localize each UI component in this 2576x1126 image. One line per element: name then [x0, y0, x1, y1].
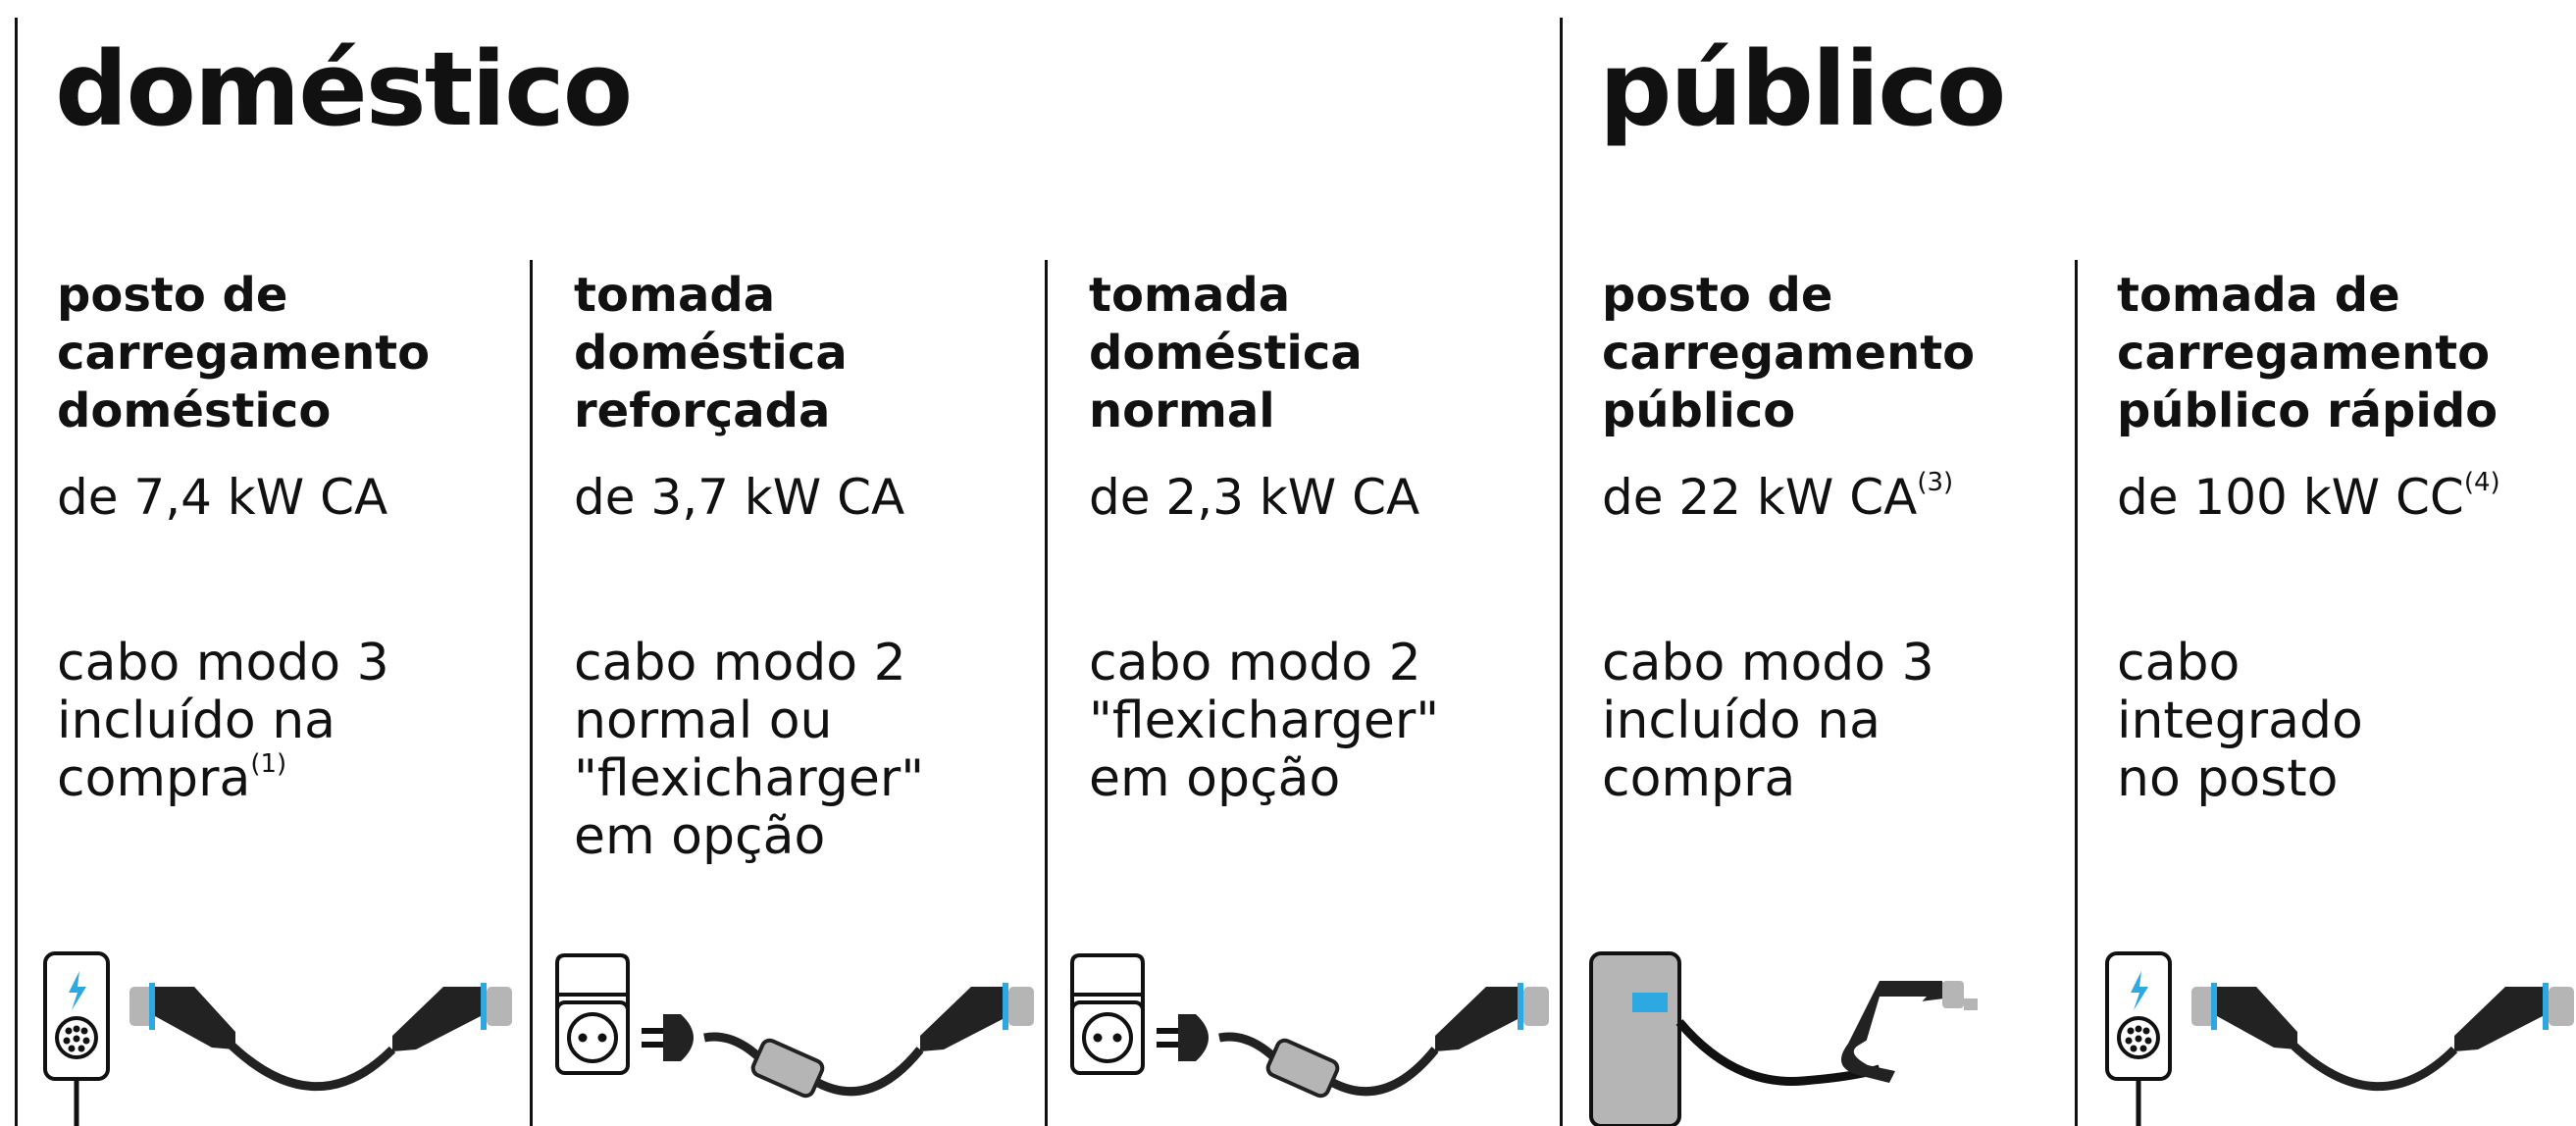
column-title: tomada doméstica normal — [1089, 268, 1363, 438]
cable-description: cabo modo 2 normal ou "flexicharger" em … — [574, 634, 925, 866]
column-title: tomada doméstica reforçada — [574, 268, 848, 438]
column-divider-line — [1045, 260, 1048, 1126]
column-public-charging-station: posto de carregamento público de 22 kW C… — [1602, 267, 2092, 808]
section-title-public: público — [1599, 29, 2006, 149]
column-divider-line — [530, 260, 533, 1126]
cable-description: cabo modo 2 "flexicharger" em opção — [1089, 634, 1440, 808]
power-rating: de 3,7 kW CA — [574, 469, 905, 526]
section-divider-line — [1560, 18, 1563, 1126]
power-rating: de 7,4 kW CA — [57, 469, 388, 526]
fast-charger-icon — [2105, 951, 2574, 1126]
column-normal-socket: tomada doméstica normal de 2,3 kW CA cab… — [1089, 267, 1579, 808]
column-title: tomada de carregamento público rápido — [2117, 268, 2499, 438]
public-charging-station-icon — [1589, 951, 1978, 1126]
column-fast-public-charger: tomada de carregamento público rápido de… — [2117, 267, 2576, 808]
column-divider-line — [2075, 260, 2078, 1126]
column-title: posto de carregamento doméstico — [57, 268, 431, 438]
cable-description: cabo modo 3 incluído na compra — [1602, 634, 1934, 808]
power-rating: de 2,3 kW CA — [1089, 469, 1420, 526]
power-rating: de 100 kW CC(4) — [2117, 468, 2500, 526]
footnote-marker: (4) — [2463, 468, 2500, 497]
cable-description: cabo modo 3 incluído na compra(1) — [57, 634, 389, 808]
cable-description: cabo integrado no posto — [2117, 634, 2363, 808]
left-border-line — [15, 18, 18, 1126]
power-rating: de 22 kW CA(3) — [1602, 468, 1954, 526]
wallbox-charger-icon — [43, 951, 512, 1126]
section-title-domestic: doméstico — [55, 29, 633, 149]
footnote-marker: (1) — [250, 749, 287, 779]
column-home-charging-station: posto de carregamento doméstico de 7,4 k… — [57, 267, 547, 808]
normal-socket-cable-icon — [1070, 953, 1549, 1099]
column-title: posto de carregamento público — [1602, 268, 1976, 438]
column-reinforced-socket: tomada doméstica reforçada de 3,7 kW CA … — [574, 267, 1064, 866]
footnote-marker: (3) — [1917, 468, 1954, 497]
reinforced-socket-cable-icon — [555, 953, 1034, 1099]
